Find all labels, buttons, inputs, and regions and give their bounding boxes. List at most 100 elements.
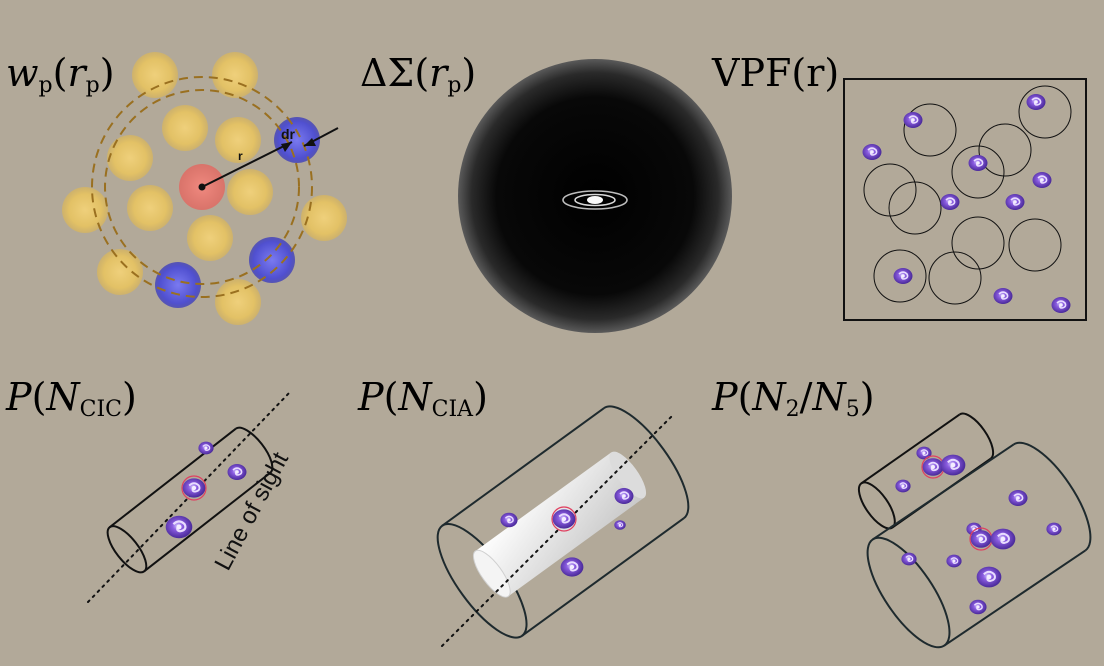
cylinder-far-cap bbox=[235, 426, 274, 474]
cic-cylinder bbox=[106, 426, 274, 574]
void-sphere bbox=[978, 123, 1032, 177]
cic-label: P(NCIC) bbox=[6, 375, 137, 422]
n25-label-base: P bbox=[712, 375, 738, 419]
vpf-label: VPF(r) bbox=[712, 51, 840, 95]
cia-label: P(NCIA) bbox=[358, 375, 488, 422]
wp-label: wp(rp) bbox=[6, 51, 115, 98]
vpf-void-spheres bbox=[863, 85, 1072, 305]
spiral-galaxy-arm-inner bbox=[574, 193, 616, 207]
yellow-galaxy bbox=[162, 105, 208, 151]
purple-galaxy bbox=[227, 463, 247, 481]
n25-label-n2: N bbox=[812, 375, 846, 419]
cia-label-base: P bbox=[358, 375, 384, 419]
n25-label-sub2: 5 bbox=[845, 397, 860, 422]
yellow-galaxies bbox=[62, 52, 347, 325]
inner-dashed-ring bbox=[104, 89, 300, 285]
purple-galaxy bbox=[614, 487, 634, 505]
wp-panel: dr r bbox=[62, 52, 347, 325]
r-annotation: r bbox=[238, 149, 243, 163]
cia-panel bbox=[436, 405, 690, 647]
large-cylinder-top-edge bbox=[872, 443, 1015, 541]
small-cylinder-top-edge bbox=[860, 413, 961, 485]
vpf-panel bbox=[843, 78, 1087, 321]
outer-cylinder-bottom-edge bbox=[521, 517, 685, 637]
line-of-sight-dotted bbox=[87, 391, 291, 603]
yellow-galaxy bbox=[62, 187, 108, 233]
purple-galaxy bbox=[1008, 489, 1028, 507]
small-cylinder-far-cap bbox=[959, 412, 995, 460]
yellow-galaxy bbox=[127, 185, 173, 231]
central-purple-galaxy bbox=[922, 457, 944, 477]
purple-galaxy bbox=[968, 154, 988, 172]
vpf-galaxies bbox=[862, 93, 1071, 314]
purple-galaxy bbox=[946, 553, 962, 569]
central-galaxy-ring bbox=[551, 506, 577, 532]
purple-galaxy bbox=[1005, 193, 1025, 211]
void-sphere bbox=[951, 216, 1005, 270]
purple-galaxy bbox=[1051, 296, 1071, 314]
delta-sigma-panel bbox=[458, 59, 732, 333]
cia-label-n: N bbox=[398, 375, 432, 419]
large-cylinder-near-cap bbox=[866, 536, 951, 649]
radius-arrowhead bbox=[281, 142, 292, 152]
outer-cylinder-far-cap bbox=[603, 405, 690, 520]
cic-label-n: N bbox=[46, 375, 80, 419]
void-sphere bbox=[888, 181, 942, 235]
void-sphere bbox=[863, 163, 917, 217]
cylinder-bottom-edge bbox=[143, 472, 271, 573]
purple-galaxy bbox=[969, 599, 987, 615]
purple-galaxy bbox=[940, 453, 966, 477]
spiral-galaxy-core bbox=[587, 196, 603, 204]
blue-galaxy bbox=[249, 237, 295, 283]
yellow-galaxy bbox=[187, 215, 233, 261]
ds-label-arg-sub: p bbox=[447, 73, 462, 98]
delta-sigma-label: ΔΣ(rp) bbox=[360, 51, 477, 98]
n25-label-sub1: 2 bbox=[785, 397, 800, 422]
large-cylinder-far-cap bbox=[1013, 441, 1092, 552]
purple-galaxy bbox=[901, 551, 917, 567]
spiral-galaxy-arm-outer bbox=[562, 190, 628, 210]
purple-galaxy bbox=[165, 514, 193, 540]
central-galaxy-ring bbox=[181, 475, 207, 501]
void-sphere bbox=[928, 251, 982, 305]
central-purple-galaxy bbox=[970, 529, 992, 549]
purple-galaxy bbox=[560, 556, 584, 578]
wp-label-sub: p bbox=[38, 73, 53, 98]
small-cylinder-near-cap bbox=[857, 481, 896, 530]
dr-annotation: dr bbox=[281, 126, 296, 142]
purple-galaxy bbox=[940, 193, 960, 211]
radius-line bbox=[201, 141, 293, 188]
central-purple-galaxy bbox=[182, 477, 206, 499]
void-sphere bbox=[1008, 218, 1062, 272]
n25-label-n1: N bbox=[752, 375, 786, 419]
inner-tube-far-cap bbox=[609, 451, 647, 499]
yellow-galaxy bbox=[132, 52, 178, 98]
blue-galaxy bbox=[274, 117, 320, 163]
void-sphere bbox=[903, 103, 957, 157]
cylinder-top-edge bbox=[109, 427, 237, 528]
vpf-box bbox=[843, 78, 1087, 321]
large-cylinder-bottom-edge bbox=[943, 549, 1086, 647]
purple-galaxy bbox=[1032, 171, 1052, 189]
yellow-galaxy bbox=[215, 117, 261, 163]
outer-dashed-ring bbox=[91, 76, 313, 298]
purple-galaxy bbox=[1026, 93, 1046, 111]
void-sphere bbox=[873, 249, 927, 303]
yellow-galaxy bbox=[107, 135, 153, 181]
purple-galaxy bbox=[895, 478, 911, 494]
cic-panel: Line of sight bbox=[87, 391, 294, 603]
cic-label-sub: CIC bbox=[79, 397, 123, 422]
purple-galaxy bbox=[893, 267, 913, 285]
n2-n5-panel bbox=[857, 412, 1092, 649]
purple-galaxy bbox=[1046, 521, 1062, 537]
cic-label-base: P bbox=[6, 375, 32, 419]
purple-galaxy bbox=[903, 111, 923, 129]
ds-label-arg: r bbox=[429, 51, 448, 95]
purple-galaxy bbox=[862, 143, 882, 161]
yellow-galaxy bbox=[227, 169, 273, 215]
void-sphere bbox=[951, 145, 1005, 199]
purple-galaxy bbox=[614, 519, 626, 531]
yellow-galaxy bbox=[97, 249, 143, 295]
large-cylinder bbox=[866, 441, 1092, 649]
